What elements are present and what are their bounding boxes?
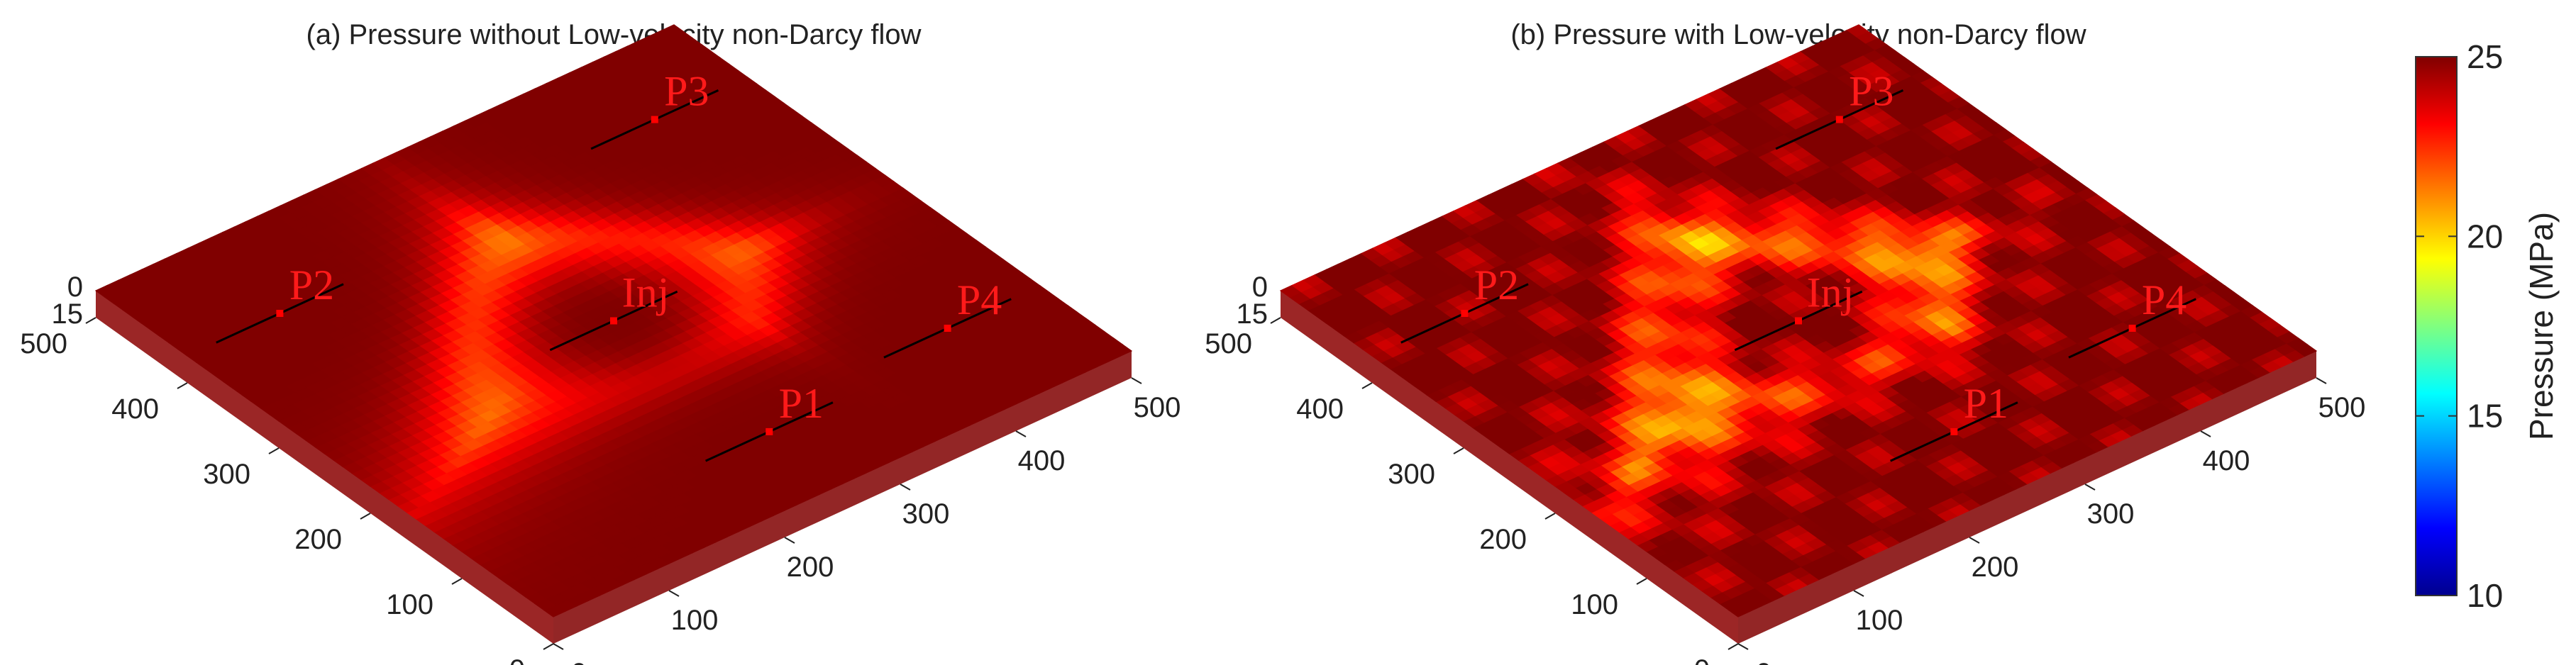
y-tick-mark [543, 643, 554, 650]
pressure-field-b [1279, 24, 2318, 644]
z-tick-label: 15 [52, 298, 84, 330]
pressure-field-a [94, 24, 1133, 644]
x-tick-label: 500 [1134, 392, 1181, 423]
well-marker-P1 [765, 428, 773, 435]
panel-a: (a) Pressure without Low-velocity non-Da… [20, 19, 1181, 665]
panel-b-title: (b) Pressure with Low-velocity non-Darcy… [1510, 19, 2086, 50]
panel-b: (b) Pressure with Low-velocity non-Darcy… [1205, 19, 2365, 665]
x-tick-mark [1131, 377, 1142, 384]
x-tick-mark [900, 484, 911, 491]
y-tick-label: 300 [203, 459, 250, 490]
reservoir-side-front-right [553, 351, 1132, 644]
x-tick-label: 300 [902, 498, 950, 530]
well-marker-P4 [944, 325, 951, 332]
x-tick-label: 100 [671, 605, 719, 636]
y-tick-mark [268, 447, 280, 454]
x-tick-mark [553, 643, 564, 650]
x-tick-mark [784, 537, 795, 544]
x-tick-mark [1015, 430, 1027, 437]
y-tick-mark [360, 513, 371, 520]
well-marker-P2 [276, 310, 284, 317]
y-tick-label: 400 [111, 393, 159, 425]
y-tick-label: 500 [20, 328, 67, 359]
well-label-P3: P3 [664, 68, 709, 115]
y-tick-label: 200 [294, 524, 342, 555]
y-tick-mark [177, 382, 188, 389]
x-tick-mark [668, 590, 680, 597]
well-label-P1: P1 [779, 380, 824, 427]
panel-a-title: (a) Pressure without Low-velocity non-Da… [306, 19, 922, 50]
y-tick-label: 100 [386, 589, 433, 620]
x-tick-label: 0 [571, 658, 587, 665]
x-tick-label: 200 [787, 552, 834, 583]
y-tick-label: 0 [509, 654, 525, 665]
well-label-Inj: Inj [622, 269, 670, 316]
well-label-P4: P4 [957, 276, 1002, 323]
x-tick-label: 400 [1018, 445, 1066, 476]
well-marker-P3 [651, 116, 658, 123]
well-marker-Inj [610, 317, 617, 325]
y-tick-mark [451, 578, 463, 585]
reservoir-side-front-left [96, 291, 553, 644]
y-tick-mark [85, 317, 96, 324]
well-label-P2: P2 [289, 262, 334, 308]
